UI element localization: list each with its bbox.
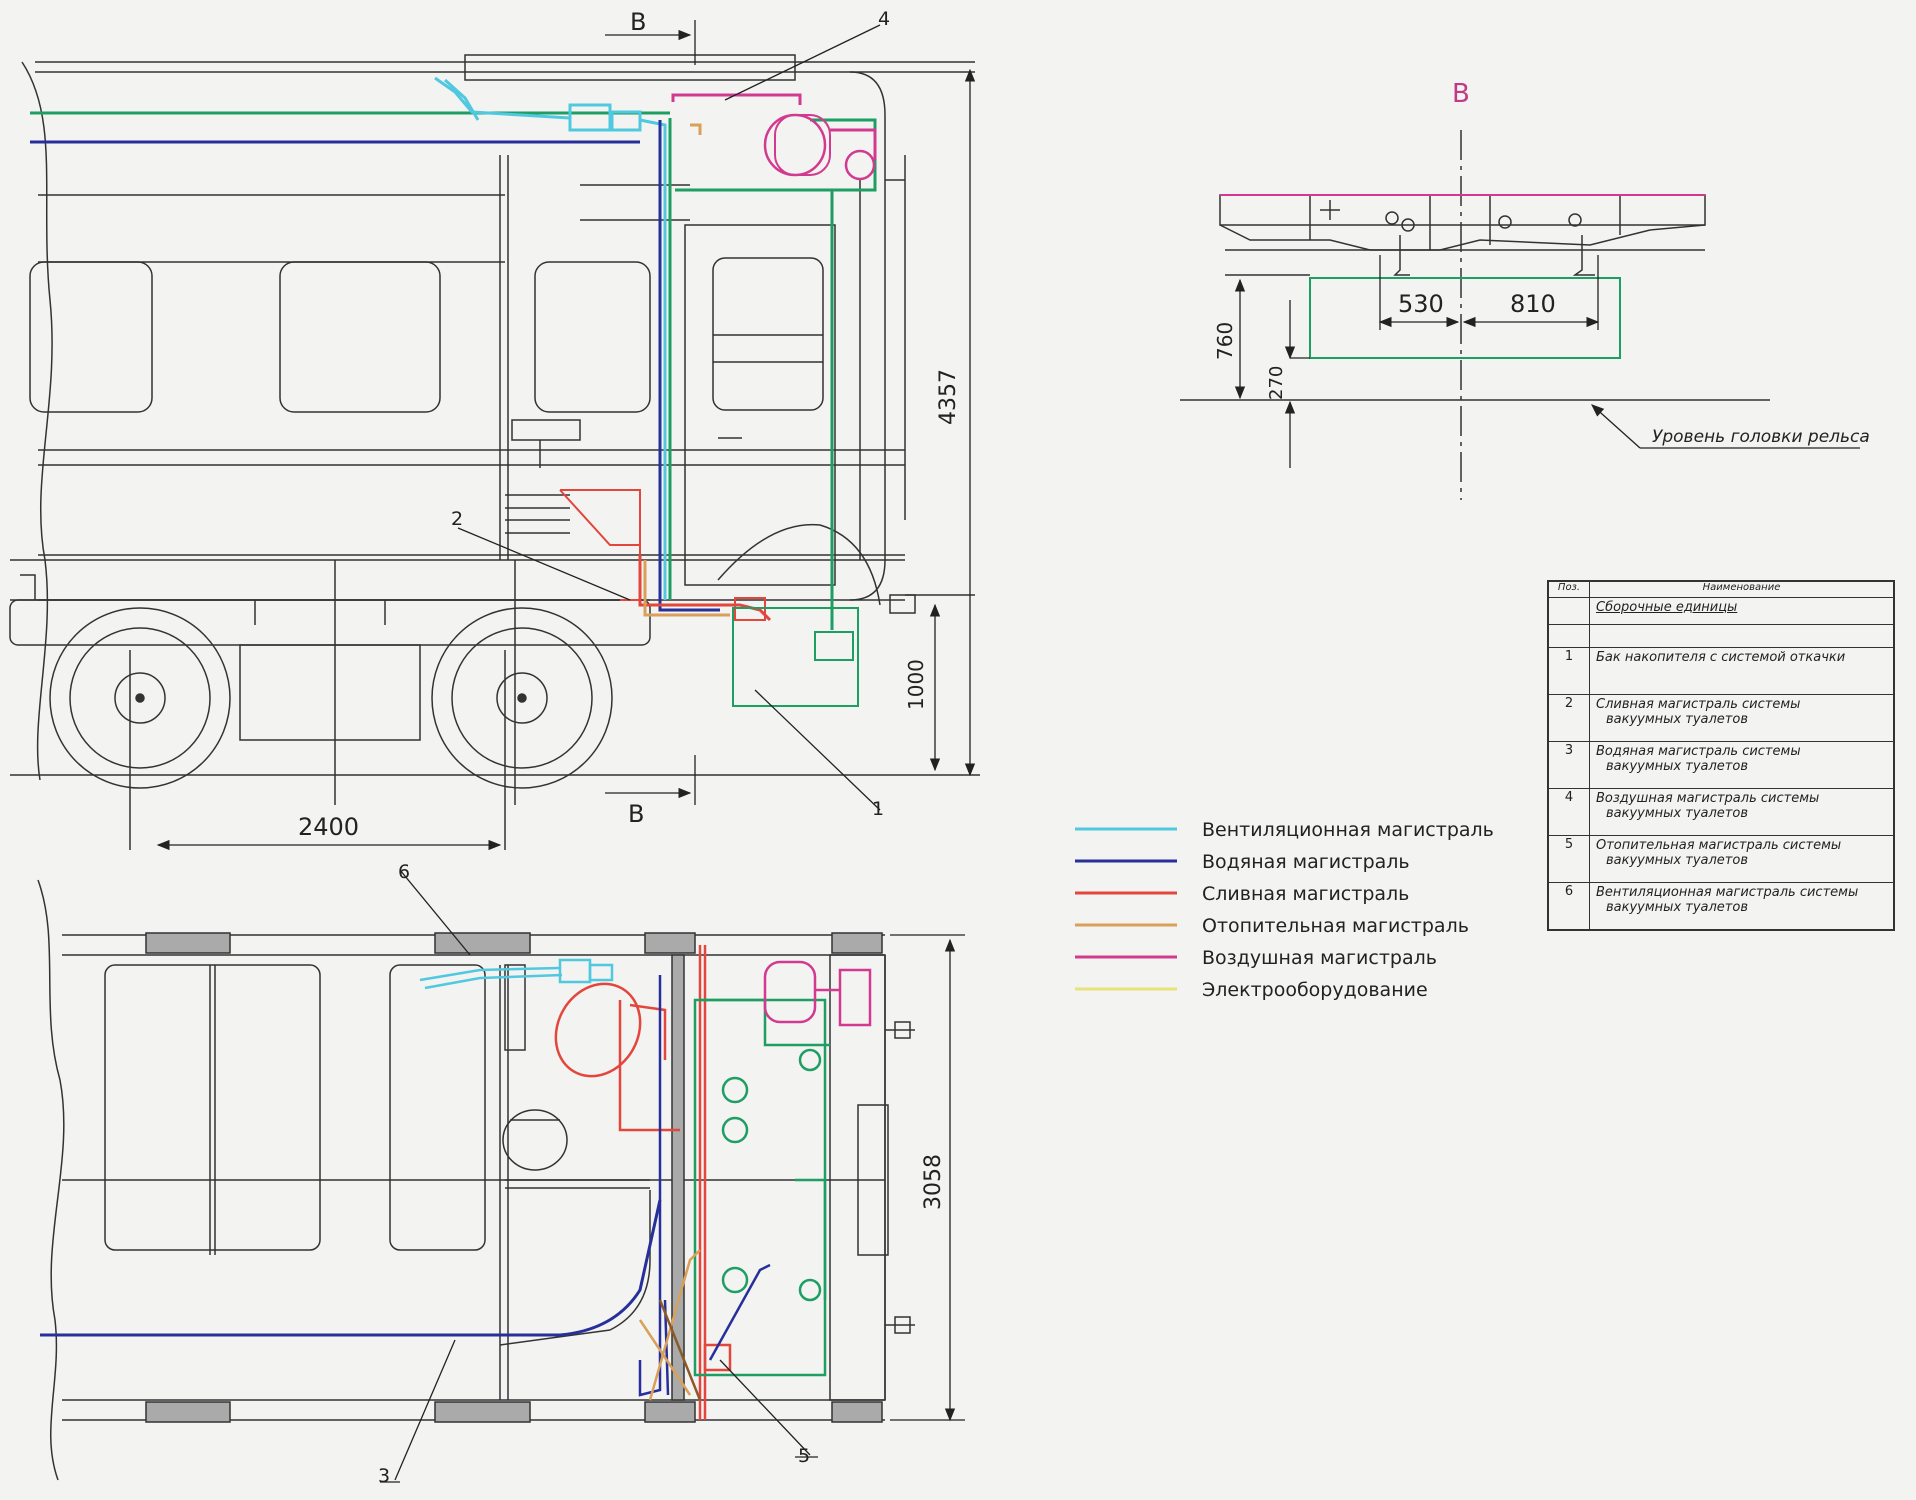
cut-marker-bottom: В [628, 800, 644, 828]
tank-plan [693, 998, 827, 1377]
window-1 [29, 261, 153, 413]
spec-table: Поз. Наименование Сборочные единицы 1 Ба… [1547, 580, 1895, 931]
callout-4: 4 [878, 8, 890, 30]
spec-header-row: Поз. Наименование [1547, 580, 1895, 598]
callout-1: 1 [872, 798, 884, 820]
spec-pos-3: 3 [1547, 741, 1590, 789]
storage-tank [732, 607, 859, 707]
dim-4357: 4357 [936, 369, 961, 425]
plan-view-piping [419, 945, 872, 1420]
spec-pos-5: 5 [1547, 835, 1590, 883]
spec-pos-1: 1 [1547, 647, 1590, 695]
legend-item-electrical: Электрооборудование [1075, 979, 1428, 1001]
compartment-seat-1 [104, 964, 321, 1251]
legend: Вентиляционная магистраль Водяная магист… [1075, 819, 1494, 1001]
spec-name-1: Бак накопителя с системой откачки [1589, 647, 1895, 695]
legend-item-water: Водяная магистраль [1075, 851, 1410, 873]
window-3 [534, 261, 651, 413]
legend-item-ventilation: Вентиляционная магистраль [1075, 819, 1494, 841]
legend-item-air: Воздушная магистраль [1075, 947, 1437, 969]
spec-pos-2: 2 [1547, 694, 1590, 742]
plan-view-dims [380, 869, 965, 1483]
dim-530: 530 [1398, 290, 1444, 318]
leader-2 [457, 527, 631, 601]
section-title: В [1452, 79, 1470, 109]
callout-2: 2 [451, 508, 463, 530]
callout-5: 5 [798, 1445, 810, 1467]
dim-760: 760 [1213, 322, 1237, 360]
section-view-piping [1220, 194, 1705, 359]
dim-2400: 2400 [298, 813, 359, 841]
wheel-left [49, 607, 231, 789]
spec-pos-4: 4 [1547, 788, 1590, 836]
legend-label-heating: Отопительная магистраль [1202, 915, 1469, 937]
roof-equipment [464, 54, 796, 81]
legend-label-electrical: Электрооборудование [1202, 979, 1428, 1001]
cut-marker-top: В [630, 8, 646, 36]
dim-810: 810 [1510, 290, 1556, 318]
callout-3: 3 [378, 1465, 390, 1487]
spec-group-row: Сборочные единицы [1547, 597, 1895, 625]
toilet-bowl [502, 1109, 568, 1171]
section-view-labels: В 530 810 760 270 Уровень головки рельса [1213, 79, 1870, 447]
legend-label-ventilation: Вентиляционная магистраль [1202, 819, 1494, 841]
spec-pos-6: 6 [1547, 882, 1590, 931]
underframe-section [1219, 194, 1706, 226]
dim-1000: 1000 [904, 659, 928, 710]
wheel-right [431, 607, 613, 789]
spec-header-name: Наименование [1589, 580, 1895, 598]
rail-level-label: Уровень головки рельса [1652, 427, 1870, 447]
spec-group-title: Сборочные единицы [1596, 600, 1738, 615]
leader-3 [394, 1339, 456, 1481]
leader-4 [724, 24, 881, 101]
leader-5 [719, 1359, 811, 1456]
plan-view [37, 879, 915, 1481]
section-view [1180, 130, 1770, 500]
callout-6: 6 [398, 861, 410, 883]
legend-label-air: Воздушная магистраль [1202, 947, 1437, 969]
legend-item-heating: Отопительная магистраль [1075, 915, 1469, 937]
side-view-piping [30, 76, 877, 707]
section-view-dims [1234, 255, 1860, 468]
dim-3058: 3058 [921, 1154, 946, 1210]
legend-label-drain: Сливная магистраль [1202, 883, 1409, 905]
compartment-seat-2 [389, 964, 486, 1251]
spec-row-1: 1 Бак накопителя с системой откачки [1547, 647, 1895, 695]
door-window [712, 257, 824, 411]
leader-6 [399, 869, 471, 956]
side-view-labels: В В 4357 1000 2400 4 2 1 [298, 8, 961, 841]
plan-view-labels: 3058 6 3 5 [378, 861, 946, 1487]
side-view-dims [156, 20, 976, 851]
break-line [21, 61, 53, 781]
legend-item-drain: Сливная магистраль [1075, 883, 1409, 905]
legend-label-water: Водяная магистраль [1202, 851, 1410, 873]
dim-270: 270 [1266, 366, 1287, 400]
bogie-frame [239, 644, 421, 741]
spec-header-pos: Поз. [1547, 580, 1590, 598]
door [684, 224, 836, 586]
window-2 [279, 261, 441, 413]
leader-1 [754, 689, 881, 811]
plan-break-line [37, 879, 65, 1481]
side-view [9, 54, 980, 850]
